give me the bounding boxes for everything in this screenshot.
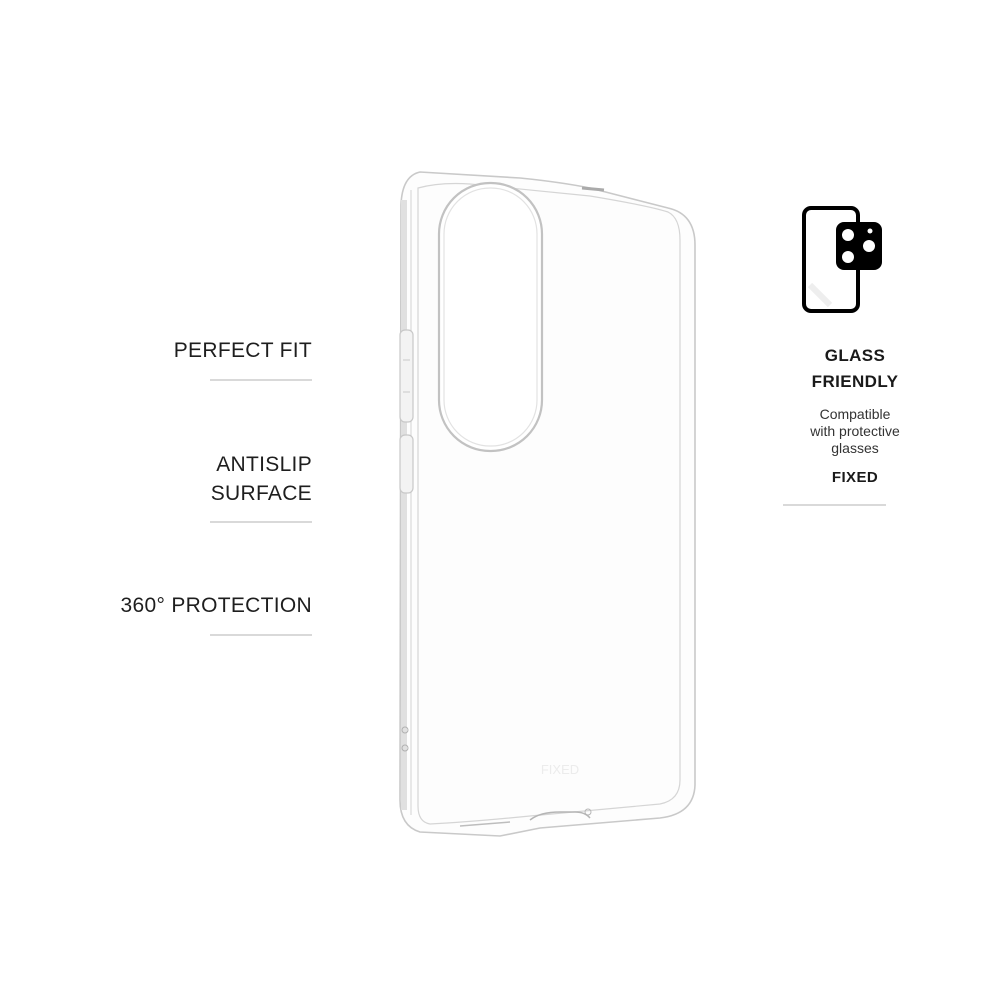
embossed-logo: FIXED [541,762,579,777]
feature-label: ANTISLIP [216,453,312,476]
glass-friendly-title: GLASS FRIENDLY [760,343,950,395]
feature-360-protection: 360° PROTECTION [121,591,312,620]
title-line: FRIENDLY [811,372,899,391]
divider [210,521,312,523]
feature-perfect-fit: PERFECT FIT [174,336,312,365]
phone-with-camera-glass-icon [802,206,882,313]
brand-label: FIXED [831,469,879,486]
divider [783,504,886,506]
desc-line: Compatible [819,406,891,422]
desc-line: glasses [831,440,879,456]
divider [210,379,312,381]
feature-label: 360° PROTECTION [120,594,312,617]
desc-line: with protective [810,423,900,439]
feature-label: PERFECT FIT [173,339,312,362]
feature-label: SURFACE [210,482,312,505]
title-line: GLASS [824,346,886,365]
feature-antislip-surface: ANTISLIP SURFACE [211,450,312,508]
glass-friendly-description: Compatible with protective glasses [760,406,950,457]
divider [210,634,312,636]
